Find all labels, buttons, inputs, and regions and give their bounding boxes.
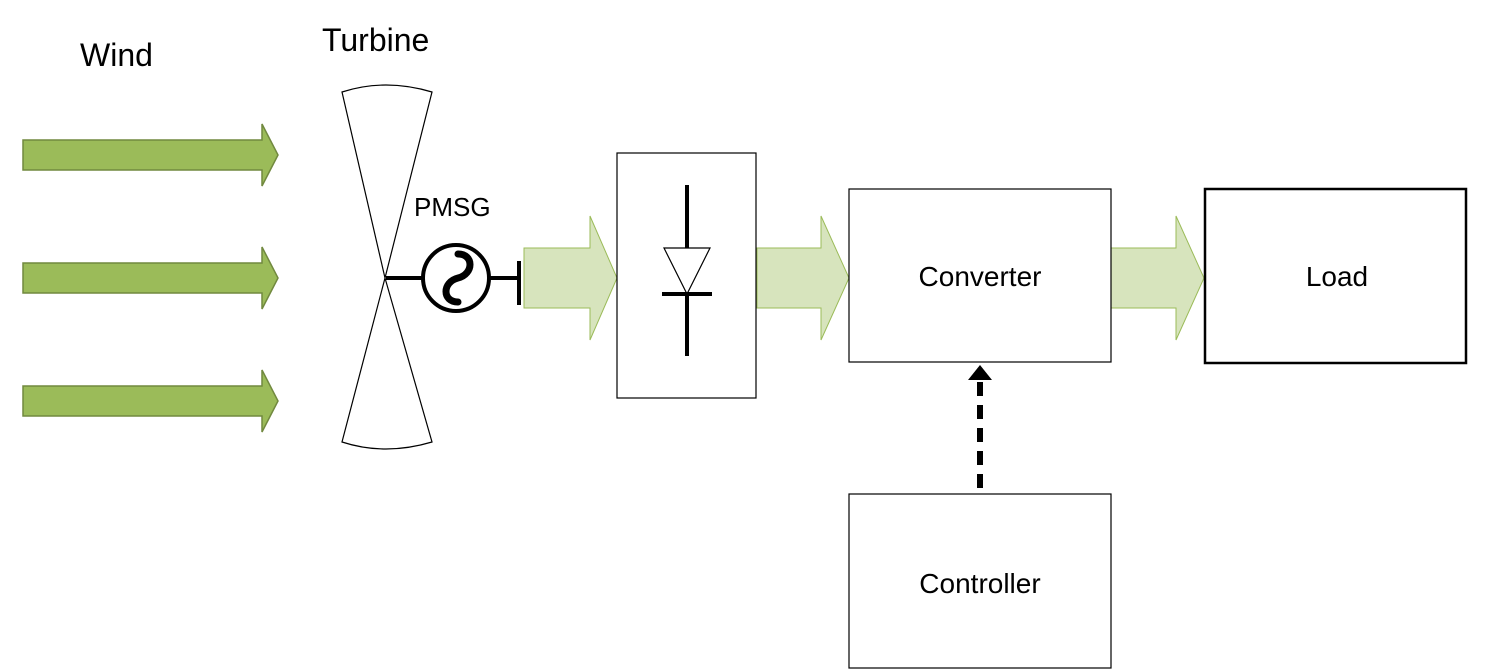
pmsg-label: PMSG: [414, 192, 491, 222]
pmsg-generator: [386, 243, 521, 313]
controller-label: Controller: [919, 568, 1040, 599]
sine-wave-icon: [442, 250, 474, 306]
controller-block: [848, 493, 1112, 669]
wind-arrow-bottom: [22, 369, 279, 433]
wind-arrows: [22, 123, 279, 433]
load-block: [1203, 187, 1468, 365]
wind-arrow-top: [22, 123, 279, 187]
turbine-label: Turbine: [322, 22, 429, 58]
power-arrow-converter-to-load: [1110, 215, 1205, 341]
turbine-blades-icon: [341, 84, 433, 450]
wind-arrow-middle: [22, 246, 279, 310]
converter-label: Converter: [919, 261, 1042, 292]
power-arrow-rectifier-to-converter: [756, 215, 850, 341]
power-arrow-generator-to-rectifier: [523, 215, 618, 341]
wind-label: Wind: [80, 37, 153, 73]
load-label: Load: [1306, 261, 1368, 292]
converter-block: [848, 188, 1112, 363]
control-signal-arrowhead: [968, 365, 992, 380]
diode-icon: [662, 185, 712, 356]
